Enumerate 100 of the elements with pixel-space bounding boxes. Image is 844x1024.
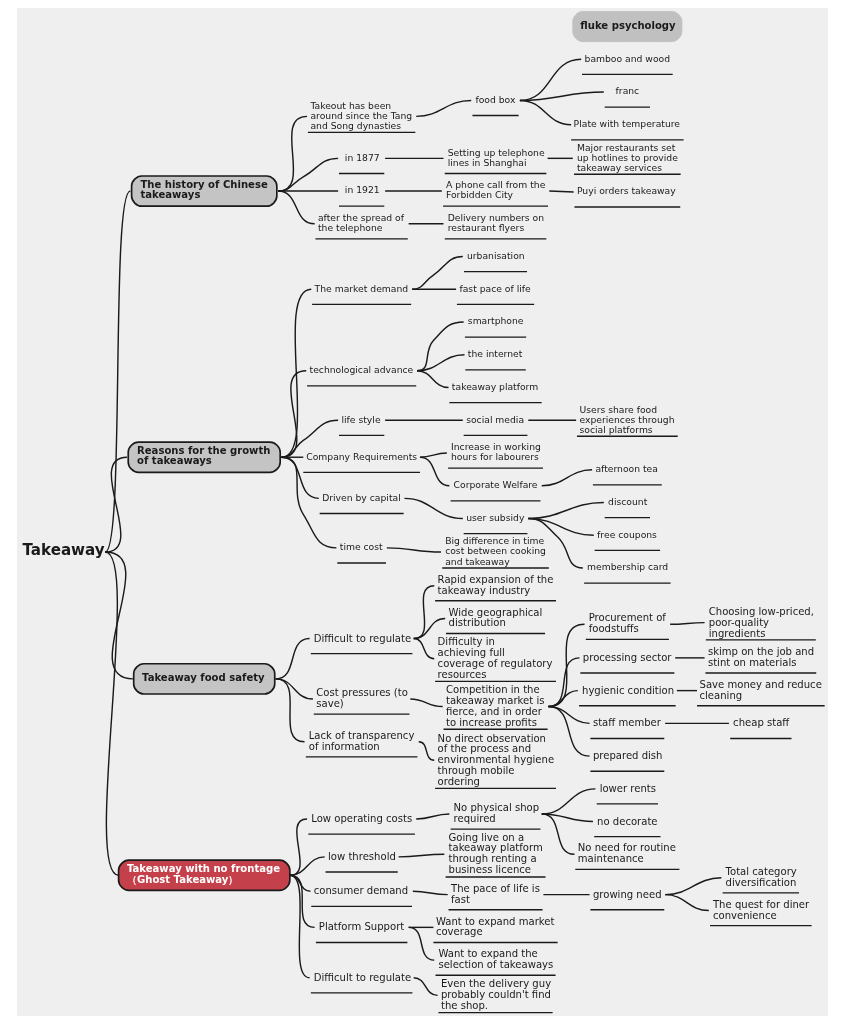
connector xyxy=(409,698,443,708)
connector xyxy=(418,456,450,487)
node-text: technological advance xyxy=(309,364,413,376)
connector xyxy=(412,637,435,660)
node-text: The quest for diner convenience xyxy=(712,898,809,921)
connector xyxy=(417,741,435,761)
node-text: discount xyxy=(607,495,647,507)
node-text: social media xyxy=(465,413,524,425)
node-text: Cost pressures (to save) xyxy=(315,687,408,710)
connector xyxy=(415,370,449,389)
connector xyxy=(663,893,709,912)
node-text: Low operating costs xyxy=(310,813,412,825)
node-text: Wide geographical distribution xyxy=(448,606,542,629)
node-text: The pace of life is fast xyxy=(450,882,540,905)
connector xyxy=(407,223,444,225)
node-text: time cost xyxy=(339,541,383,553)
connector xyxy=(540,813,575,856)
connector xyxy=(397,853,445,858)
connector xyxy=(280,419,339,458)
node-text: food box xyxy=(474,93,515,105)
node-text: Procurement of foodstuffs xyxy=(588,612,666,635)
node-text: Difficulty in achieving full coverage of regulatory resources xyxy=(437,635,552,680)
connector xyxy=(415,99,472,118)
node-text: consumer demand xyxy=(313,885,408,897)
node-text: A phone call from the Forbidden City xyxy=(445,179,545,201)
connector xyxy=(546,157,573,160)
connector xyxy=(383,419,463,421)
connector xyxy=(383,190,443,192)
node-text: Users share food experiences through social platforms xyxy=(578,403,675,435)
connector xyxy=(411,890,448,896)
node-text: fast pace of life xyxy=(458,282,531,294)
connector xyxy=(668,621,705,625)
node-text: Want to expand market coverage xyxy=(435,915,554,938)
connector xyxy=(403,497,463,520)
connector xyxy=(548,190,574,193)
node-text: user subsidy xyxy=(465,511,524,523)
node-text: Choosing low-priced, poor-quality ingredients xyxy=(708,605,814,639)
node-text: Even the delivery guy probably couldn't find the shop. xyxy=(440,978,551,1012)
node-text: Save money and reduce cleaning xyxy=(699,678,822,701)
node-text: No physical shop required xyxy=(453,802,539,825)
node-text: skimp on the job and stint on materials xyxy=(707,646,814,668)
connector xyxy=(276,190,315,225)
node-text: prepared dish xyxy=(592,750,662,762)
connector xyxy=(527,419,577,421)
node-box: The history of Chinese takeaways xyxy=(130,175,278,208)
node-text: Plate with temperature xyxy=(573,118,680,130)
connector xyxy=(415,813,450,820)
connector xyxy=(407,926,435,961)
node-box: Takeaway with no frontage （Ghost Takeaway） xyxy=(117,859,291,892)
connector xyxy=(542,893,590,896)
node-text: urbanisation xyxy=(466,249,525,261)
node-text: Lack of transparency of information xyxy=(308,729,414,752)
connector xyxy=(518,99,572,126)
node-text: staff member xyxy=(592,717,661,729)
node-text: Platform Support xyxy=(318,921,404,933)
node-text: bamboo and wood xyxy=(584,52,670,64)
node-box: Reasons for the growth of takeaways xyxy=(126,441,281,474)
node-box: Takeaway food safety xyxy=(132,662,276,695)
node-text: Driven by capital xyxy=(321,491,401,503)
connector xyxy=(663,722,730,725)
node-text: Total category diversification xyxy=(725,865,797,888)
connector xyxy=(412,977,438,997)
node-text: Want to expand the selection of takeaways xyxy=(437,948,553,971)
node-text: the internet xyxy=(467,348,522,360)
node-text: free coupons xyxy=(596,528,657,540)
node-text: Company Requirements xyxy=(305,450,417,462)
connector xyxy=(410,255,463,291)
node-text: after the spread of the telephone xyxy=(317,212,404,234)
node-text: Corporate Welfare xyxy=(453,479,538,491)
connector xyxy=(540,469,593,487)
connector xyxy=(274,678,305,743)
node-text: Increase in working hours for labourers xyxy=(450,441,541,463)
node-text: cheap staff xyxy=(732,717,789,729)
connector xyxy=(547,705,590,757)
node-text: Big difference in time cost between cooking and takeaway xyxy=(444,535,546,567)
node-text: Major restaurants set up hotlines to provide takeaway services xyxy=(576,141,678,173)
node-text: Difficult to regulate xyxy=(313,971,411,983)
node-text: membership card xyxy=(586,561,668,573)
node-text: Competition in the takeaway market is fierce, and in order to increase profits xyxy=(445,683,544,728)
connector xyxy=(288,856,325,877)
node-text: No direct observation of the process and environmental hygiene through mobile ordering xyxy=(437,732,554,788)
node-text: The market demand xyxy=(314,282,408,294)
connector xyxy=(540,813,594,823)
node-text: Difficult to regulate xyxy=(313,632,411,644)
node-text: takeaway platform xyxy=(451,380,538,392)
node-text: Takeaway xyxy=(21,540,105,559)
node-text: processing sector xyxy=(582,651,671,663)
node-text: No need for routine maintenance xyxy=(577,842,676,865)
node-box: fluke psychology xyxy=(571,11,682,43)
connector xyxy=(674,657,705,659)
node-text: afternoon tea xyxy=(594,463,658,475)
connector xyxy=(103,551,119,877)
connector xyxy=(675,689,698,692)
node-text: low threshold xyxy=(327,850,396,862)
node-text: Going live on a takeaway platform through renting a business licence xyxy=(448,831,543,876)
node-text: Delivery numbers on restaurant flyers xyxy=(447,212,544,234)
node-text: in 1921 xyxy=(344,184,380,196)
node-text: hygienic condition xyxy=(581,684,674,696)
node-text: Setting up telephone lines in Shanghai xyxy=(447,146,545,168)
connector xyxy=(385,547,442,553)
